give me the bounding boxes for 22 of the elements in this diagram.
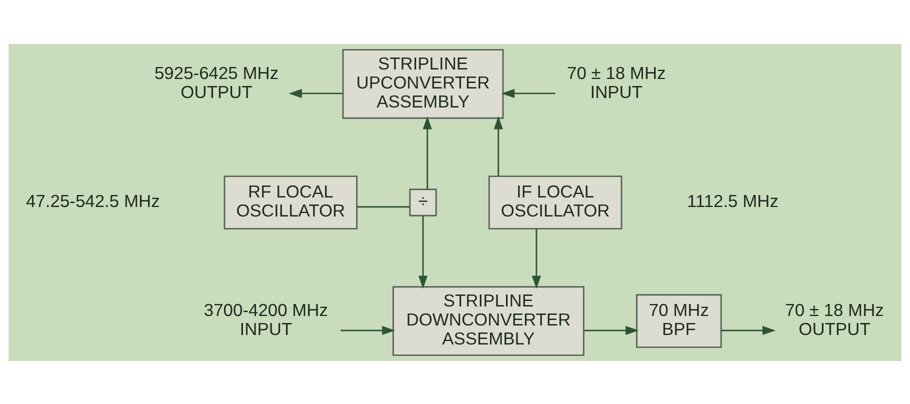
arrow xyxy=(418,215,428,288)
node-box: STRIPLINE UPCONVERTER ASSEMBLY xyxy=(342,48,504,118)
arrow xyxy=(422,116,432,189)
node-box: 70 MHz BPF xyxy=(636,294,722,348)
arrow xyxy=(494,116,503,176)
node-box: ÷ xyxy=(409,188,437,216)
connector xyxy=(357,206,410,208)
node-box: IF LOCAL OSCILLATOR xyxy=(488,175,622,229)
arrow xyxy=(532,228,542,288)
arrow xyxy=(584,325,639,335)
node-text: 70 ± 18 MHz OUTPUT xyxy=(785,300,884,338)
node-text: 70 ± 18 MHz INPUT xyxy=(567,62,666,102)
arrow xyxy=(721,325,776,335)
node-box: RF LOCAL OSCILLATOR xyxy=(224,175,358,229)
node-box: STRIPLINE DOWNCONVERTER ASSEMBLY xyxy=(392,286,584,356)
arrow xyxy=(288,88,343,98)
node-label: 47.25-542.5 MHz xyxy=(26,190,160,211)
arrow xyxy=(501,88,556,98)
arrow xyxy=(340,325,396,335)
node-text: 5925-6425 MHz OUTPUT xyxy=(154,62,279,102)
node-label: 1112.5 MHz xyxy=(687,190,778,211)
node-text: 3700-4200 MHz INPUT xyxy=(204,300,328,338)
